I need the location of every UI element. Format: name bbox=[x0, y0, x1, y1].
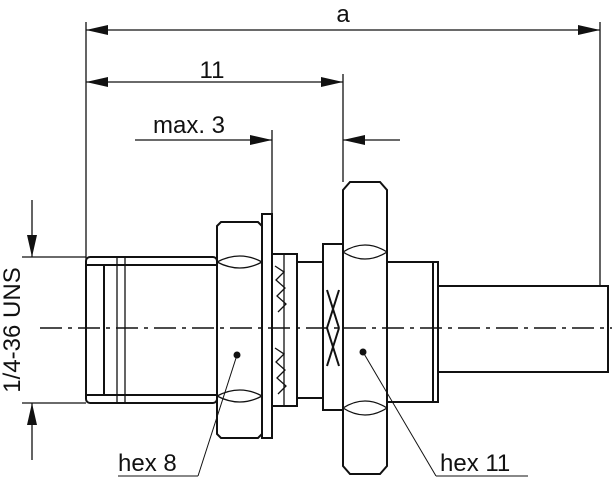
dimension-max-panel-label: max. 3 bbox=[153, 112, 225, 139]
dimension-11: 11 bbox=[86, 57, 344, 182]
callout-hex-8: hex 8 bbox=[118, 351, 241, 477]
dimension-11-label: 11 bbox=[200, 57, 225, 84]
dimension-max-panel: max. 3 bbox=[135, 112, 400, 214]
callout-hex-11: hex 11 bbox=[359, 348, 528, 477]
callout-hex-8-label: hex 8 bbox=[118, 450, 177, 477]
dimension-a: a bbox=[85, 1, 601, 290]
connector-body bbox=[85, 181, 609, 475]
callout-hex-11-label: hex 11 bbox=[440, 450, 510, 477]
dimension-a-label: a bbox=[336, 1, 350, 28]
thread-label: 1/4-36 UNS bbox=[0, 267, 26, 392]
dimension-thread: 1/4-36 UNS bbox=[0, 200, 86, 460]
